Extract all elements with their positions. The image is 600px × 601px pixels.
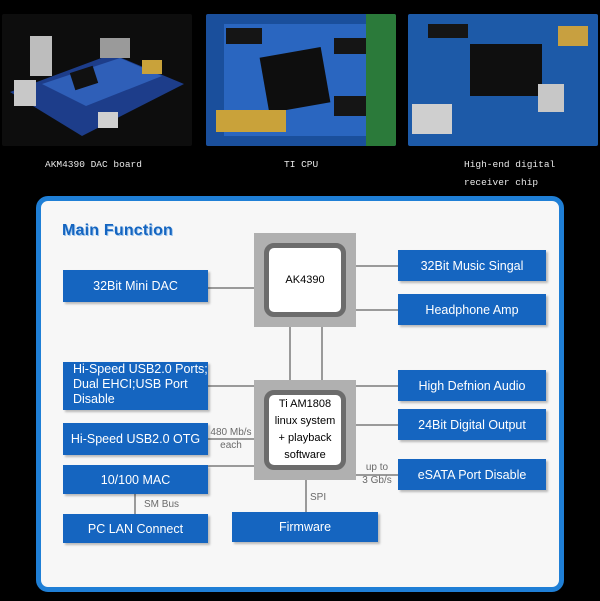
usb-ports-box: Hi-Speed USB2.0 Ports; Dual EHCI;USB Por…	[63, 362, 208, 410]
connector-sm-bus	[134, 494, 136, 516]
receiver-chip-photo	[408, 14, 598, 146]
connector-mac	[208, 465, 254, 467]
ak4390-chip-label: AK4390	[285, 272, 324, 289]
sm-bus-label: SM Bus	[144, 498, 179, 511]
connector-usb-ports	[208, 385, 254, 387]
headphone-amp-box: Headphone Amp	[398, 294, 546, 325]
usb-speed-label: 480 Mb/s each	[208, 426, 254, 452]
sata-speed-line-1: up to	[356, 461, 398, 474]
ak4390-chip: AK4390	[254, 233, 356, 327]
caption-dac-board: AKM4390 DAC board	[45, 156, 142, 174]
cpu-chip-line-1: Ti AM1808	[279, 396, 331, 413]
esata-box: eSATA Port Disable	[398, 459, 546, 490]
caption-receiver-chip: High-end digital receiver chip	[464, 156, 574, 192]
firmware-box: Firmware	[232, 512, 378, 542]
cpu-chip-core: Ti AM1808 linux system + playback softwa…	[264, 390, 346, 470]
caption-cpu: TI CPU	[284, 156, 318, 174]
ak4390-chip-core: AK4390	[264, 243, 346, 317]
cpu-chip: Ti AM1808 linux system + playback softwa…	[254, 380, 356, 480]
connector-mini-dac	[208, 287, 254, 289]
usb-speed-line-2: each	[208, 439, 254, 452]
connector-digital-output	[356, 424, 398, 426]
connector-dac-cpu-right	[321, 326, 323, 382]
usb-ports-line-1: Hi-Speed USB2.0 Ports;	[73, 362, 208, 377]
connector-dac-cpu-left	[289, 326, 291, 382]
mini-dac-box: 32Bit Mini DAC	[63, 270, 208, 302]
mac-box: 10/100 MAC	[63, 465, 208, 494]
diagram-title: Main Function	[62, 222, 173, 240]
hd-audio-box: High Defnion Audio	[398, 370, 546, 401]
connector-music-signal	[356, 265, 398, 267]
usb-ports-line-3: Disable	[73, 392, 115, 407]
usb-speed-line-1: 480 Mb/s	[208, 426, 254, 439]
connector-spi	[305, 480, 307, 512]
cpu-chip-line-2: linux system	[275, 413, 336, 430]
connector-hd-audio	[356, 385, 398, 387]
spi-label: SPI	[310, 491, 326, 504]
usb-ports-line-2: Dual EHCI;USB Port	[73, 377, 188, 392]
usb-otg-box: Hi-Speed USB2.0 OTG	[63, 423, 208, 455]
connector-headphone	[356, 309, 398, 311]
digital-output-box: 24Bit Digital Output	[398, 409, 546, 440]
dac-board-photo	[2, 14, 192, 146]
cpu-chip-line-4: software	[284, 447, 326, 464]
cpu-chip-line-3: + playback	[279, 430, 332, 447]
lan-connect-box: PC LAN Connect	[63, 514, 208, 543]
music-signal-box: 32Bit Music Singal	[398, 250, 546, 281]
cpu-photo	[206, 14, 396, 146]
sata-speed-label: up to 3 Gb/s	[356, 461, 398, 487]
sata-speed-line-2: 3 Gb/s	[356, 474, 398, 487]
